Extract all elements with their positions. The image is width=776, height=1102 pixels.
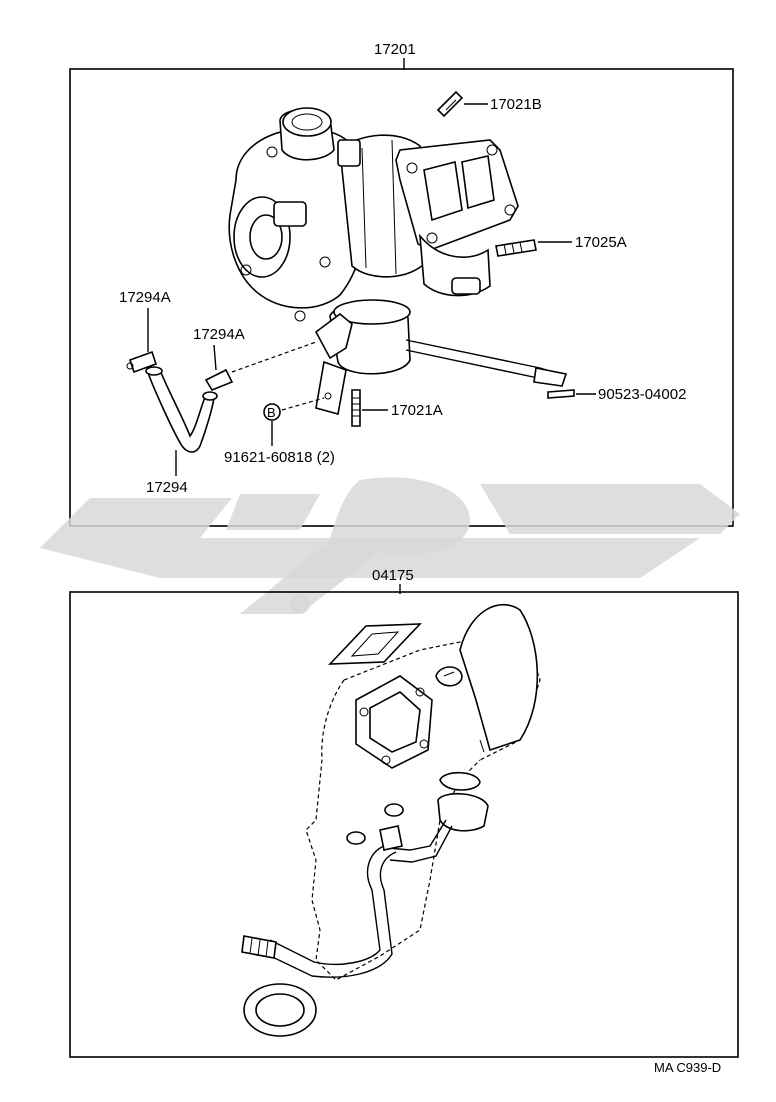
callout-clip-right: 17294A	[193, 326, 245, 343]
bolt: B 91621-60818 (2)	[224, 397, 335, 466]
callout-stud-top: 17021B	[490, 96, 542, 113]
bottom-part-number: 04175	[372, 567, 414, 584]
gasket-kit-drawing	[241, 604, 541, 1037]
bolt-marker-circle	[263, 403, 281, 421]
callout-pin: 90523-04002	[598, 386, 686, 403]
bolt-marker: B	[267, 405, 276, 420]
diagram-code: MA C939-D	[654, 1060, 721, 1075]
top-part-number: 17201	[374, 41, 416, 58]
top-assembly: 17201	[69, 41, 734, 527]
callout-hose: 17294	[146, 479, 188, 496]
stud-bracket: 17021A	[351, 389, 443, 427]
watermark-logo	[40, 477, 740, 614]
hose: 17294	[145, 366, 218, 496]
clip-right: 17294A	[193, 326, 317, 391]
callout-bolt: 91621-60818 (2)	[224, 449, 335, 466]
stud-top: 17021B	[436, 90, 542, 118]
callout-stud-bracket: 17021A	[391, 402, 443, 419]
bottom-assembly-frame	[69, 591, 739, 1058]
bottom-assembly: 04175	[69, 567, 739, 1058]
callout-stud-flange: 17025A	[575, 234, 627, 251]
clip-left: 17294A	[119, 289, 171, 374]
turbocharger-drawing	[228, 107, 568, 416]
stud-flange: 17025A	[495, 234, 627, 257]
callout-clip-left: 17294A	[119, 289, 171, 306]
pin: 90523-04002	[547, 386, 686, 403]
